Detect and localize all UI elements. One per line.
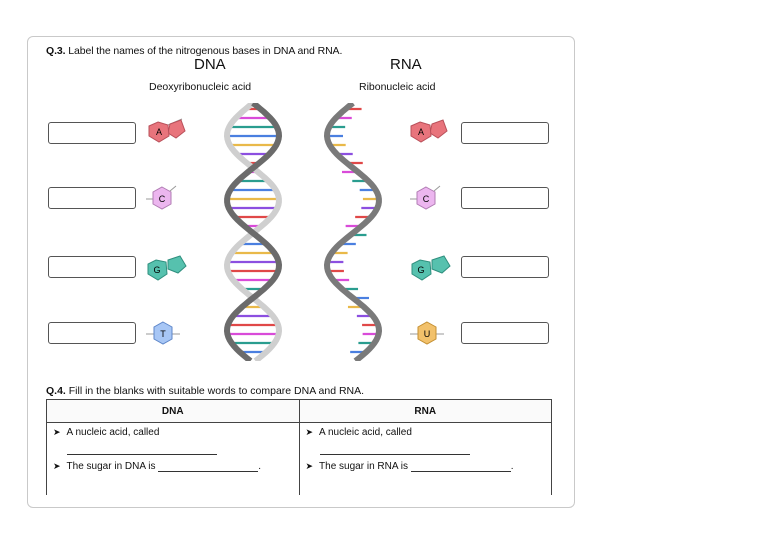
dna-row-1-text: A nucleic acid, called — [66, 427, 160, 438]
question-4-number: Q.4. — [46, 385, 66, 397]
rna-answer-box-3[interactable] — [461, 256, 549, 278]
dna-blank-2[interactable] — [158, 461, 259, 472]
thymine-molecule-icon: T — [146, 321, 180, 345]
rna-base-label-a: A — [418, 127, 424, 137]
dna-subtitle: Deoxyribonucleic acid — [149, 81, 252, 93]
table-row: ➤ A nucleic acid, called ➤ The sugar in DN… — [46, 422, 552, 495]
question-3-number: Q.3. — [46, 45, 66, 57]
rna-base-label-u: U — [424, 329, 431, 339]
header-dna: DNA — [46, 399, 300, 423]
dna-double-helix-icon — [223, 103, 283, 361]
dna-base-label-t: T — [160, 329, 166, 339]
header-rna: RNA — [298, 399, 552, 423]
question-3: Q.3. Label the names of the nitrogenous … — [46, 45, 342, 57]
rna-cytosine-molecule-icon: C — [410, 185, 441, 210]
question-3-text: Label the names of the nitrogenous bases… — [68, 45, 343, 57]
guanine-molecule-icon: G — [147, 255, 187, 281]
dna-answer-box-4[interactable] — [48, 322, 136, 344]
rna-bullet-1: ➤ A nucleic acid, called — [306, 427, 546, 438]
dna-blank-1[interactable] — [53, 444, 293, 455]
dna-base-label-c: C — [159, 194, 166, 204]
question-4: Q.4. Fill in the blanks with suitable wo… — [46, 385, 364, 397]
rna-guanine-molecule-icon: G — [411, 255, 451, 281]
blank-line — [67, 444, 217, 455]
dna-cell: ➤ A nucleic acid, called ➤ The sugar in DN… — [46, 422, 300, 495]
dna-answer-box-2[interactable] — [48, 187, 136, 209]
rna-answer-box-4[interactable] — [461, 322, 549, 344]
worksheet: Q.3. Label the names of the nitrogenous … — [27, 36, 575, 508]
rna-subtitle: Ribonucleic acid — [359, 81, 436, 93]
dna-row-2-text: The sugar in DNA is — [66, 461, 156, 472]
rna-backbone-strand — [323, 103, 383, 361]
rna-row-1-text: A nucleic acid, called — [319, 427, 412, 438]
dna-backbone-strand-1 — [223, 103, 283, 361]
blank-line — [319, 444, 470, 455]
rna-answer-box-2[interactable] — [461, 187, 549, 209]
dna-answer-box-3[interactable] — [48, 256, 136, 278]
rna-bullet-2: ➤The sugar in RNA is . — [305, 461, 514, 472]
comparison-table: DNA RNA ➤ A nucleic acid, called ➤ The sug… — [46, 399, 552, 495]
dna-bullet-1: ➤ A nucleic acid, called — [53, 427, 293, 438]
rna-row-2-text: The sugar in RNA is — [319, 461, 408, 472]
arrow-bullet-icon: ➤ — [53, 427, 61, 437]
dna-title: DNA — [194, 56, 226, 73]
comparison-table-header: DNA RNA — [46, 399, 552, 423]
rna-base-label-c: C — [423, 194, 430, 204]
rna-single-strand-icon — [323, 103, 383, 361]
dna-bullet-2: ➤The sugar in DNA is . — [53, 461, 262, 472]
rna-answer-box-1[interactable] — [461, 122, 549, 144]
cytosine-molecule-icon: C — [146, 185, 177, 210]
arrow-bullet-icon: ➤ — [305, 461, 314, 471]
arrow-bullet-icon: ➤ — [305, 427, 314, 437]
dna-answer-box-1[interactable] — [48, 122, 136, 144]
dna-base-label-a: A — [156, 127, 162, 137]
question-4-text: Fill in the blanks with suitable words t… — [68, 385, 365, 397]
rna-blank-1[interactable] — [306, 444, 546, 455]
uracil-molecule-icon: U — [410, 321, 444, 345]
rna-blank-2[interactable] — [410, 461, 511, 472]
rna-title: RNA — [390, 56, 422, 73]
rna-cell: ➤ A nucleic acid, called ➤ The sugar in RN… — [298, 422, 552, 495]
arrow-bullet-icon: ➤ — [53, 461, 61, 471]
rna-base-label-g: G — [417, 265, 424, 275]
adenine-molecule-icon: A — [148, 118, 186, 143]
rna-adenine-molecule-icon: A — [410, 119, 448, 143]
dna-base-label-g: G — [153, 265, 160, 275]
